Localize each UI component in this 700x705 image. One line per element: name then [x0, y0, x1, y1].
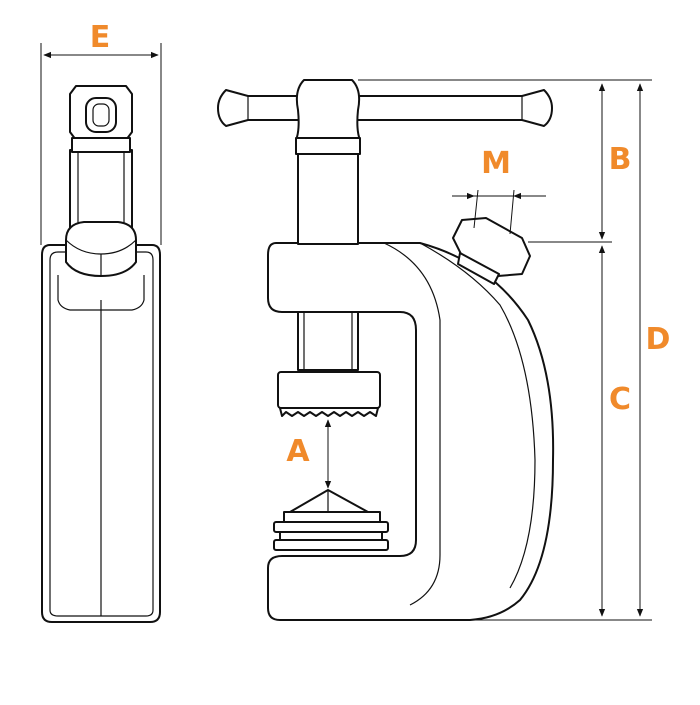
side-view — [40, 43, 162, 623]
upper-jaw-pad — [277, 371, 381, 409]
dimension-label-b: B — [608, 142, 632, 177]
dimension-m-line — [452, 189, 546, 235]
dimension-e-line — [40, 43, 162, 245]
t-handle-bar — [217, 89, 553, 127]
side-hex-nut — [65, 221, 137, 277]
dimension-label-c: C — [608, 382, 632, 417]
side-handle-slot — [85, 97, 117, 133]
t-handle-hub — [295, 79, 361, 141]
lower-anvil — [273, 489, 389, 551]
dimension-b-line — [358, 79, 652, 243]
dimension-label-a: A — [286, 434, 310, 469]
dimension-c-line — [470, 245, 652, 621]
clamp-screw-shaft — [297, 139, 359, 245]
clamp-c-frame — [267, 242, 555, 621]
dimension-label-e: E — [89, 20, 111, 55]
frame-hex-bolt — [452, 217, 531, 285]
dimension-label-d: D — [645, 322, 671, 357]
dimension-label-m: M — [481, 146, 511, 181]
front-view — [217, 79, 555, 621]
side-screw-shaft — [69, 149, 133, 236]
